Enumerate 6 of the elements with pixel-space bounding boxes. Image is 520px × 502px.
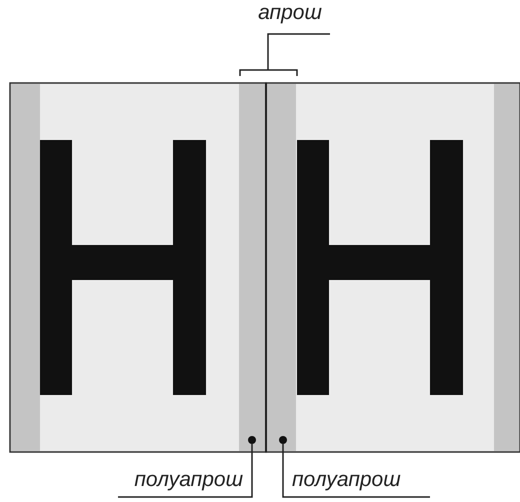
leader-line bbox=[267, 33, 330, 70]
leader-line bbox=[282, 444, 430, 498]
leader-line bbox=[118, 444, 253, 498]
callout-label: полуапрош bbox=[282, 466, 430, 499]
callout-label: апрош bbox=[250, 0, 330, 36]
callout-label: полуапрош bbox=[118, 466, 253, 499]
